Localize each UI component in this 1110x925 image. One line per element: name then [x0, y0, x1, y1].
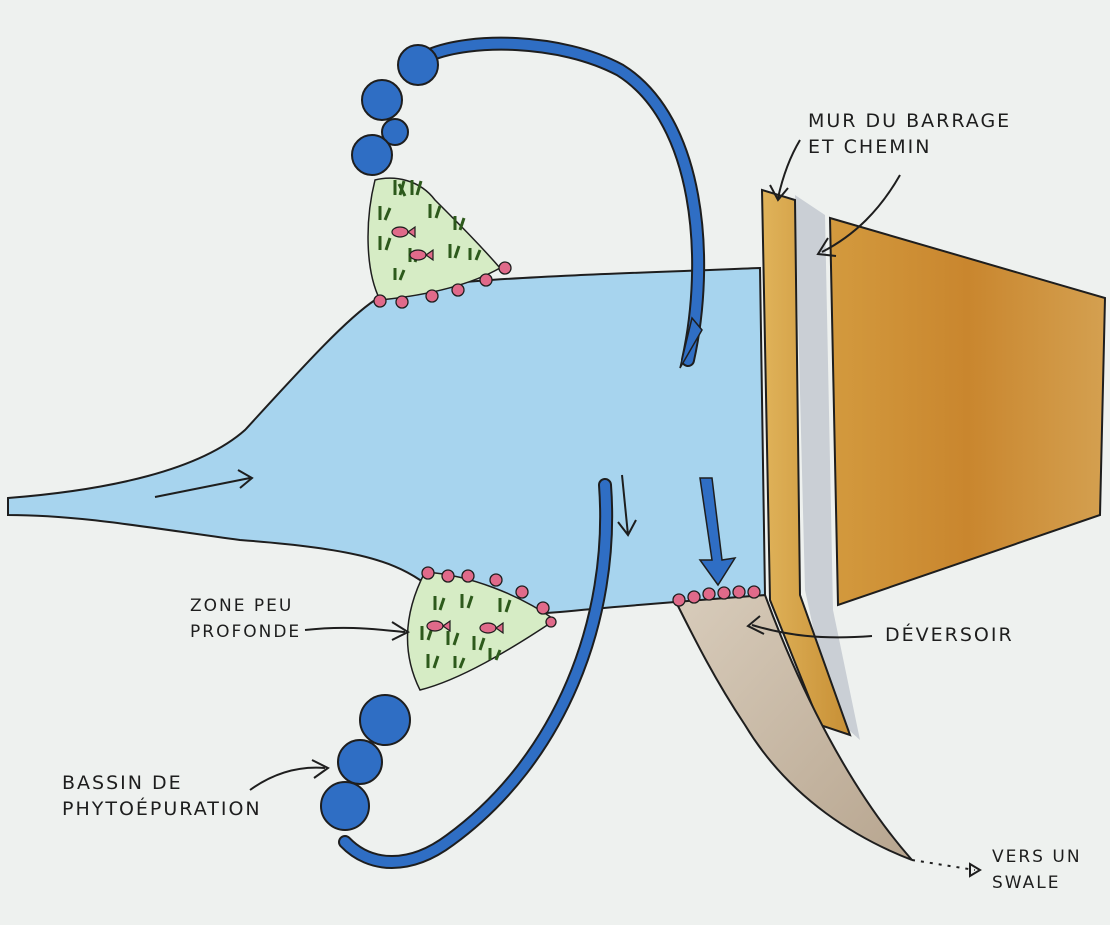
label-dam-wall: MUR DU BARRAGE ET CHEMIN — [808, 108, 1011, 160]
label-shallow-zone: ZONE PEU PROFONDE — [190, 593, 301, 645]
label-outlet: VERS UN SWALE — [992, 844, 1082, 896]
basin-chain-upper — [352, 45, 438, 175]
outlet-dotted-line — [912, 860, 975, 870]
label-basin: BASSIN DE PHYTOÉPURATION — [62, 770, 262, 822]
arrow-icon — [305, 622, 408, 640]
label-spillway: DÉVERSOIR — [885, 622, 1014, 648]
arrow-icon — [770, 140, 800, 200]
water-body — [8, 268, 765, 613]
arrow-icon — [250, 760, 328, 790]
dam-embankment — [830, 218, 1105, 605]
basin-chain-lower — [321, 695, 410, 830]
